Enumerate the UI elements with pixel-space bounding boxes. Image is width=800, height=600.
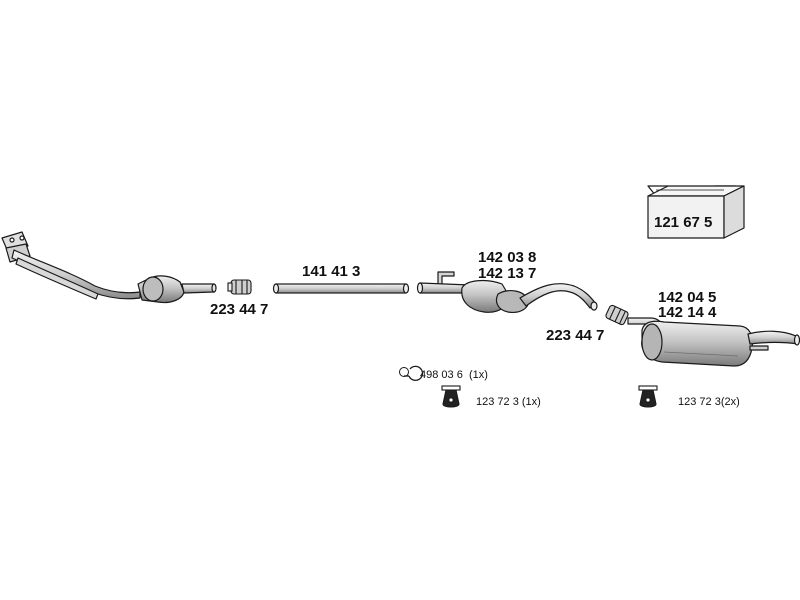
ring-gasket-qty: (1x) (468, 369, 488, 381)
kit-box (647, 185, 745, 239)
front-clamp-label: 223 44 7 (210, 301, 269, 318)
mount-rear-label: 123 72 3(2x) (678, 396, 740, 409)
mount-center-part: 123 72 3 (476, 396, 519, 408)
rubber-mount-center-icon (441, 385, 461, 408)
rear-silencer-label-1: 142 04 5 (658, 289, 717, 306)
mount-rear-qty: (2x) (720, 396, 740, 408)
center-silencer-label-1: 142 03 8 (478, 249, 537, 266)
middle-pipe-label: 141 41 3 (302, 263, 361, 280)
ring-gasket-icon (399, 365, 424, 381)
rear-clamp (605, 304, 629, 326)
rear-silencer (627, 317, 800, 367)
mount-rear-part: 123 72 3 (678, 396, 721, 408)
ring-gasket-label: 498 03 6 (1x) (420, 369, 488, 382)
front-pipe-with-catalyst (1, 231, 217, 304)
rear-clamp-label: 223 44 7 (546, 327, 605, 344)
middle-pipe (272, 283, 410, 294)
rubber-mount-rear-icon (638, 385, 658, 408)
ring-gasket-part: 498 03 6 (420, 369, 463, 381)
mount-center-label: 123 72 3 (1x) (476, 396, 541, 409)
center-silencer (416, 271, 598, 313)
front-clamp (227, 279, 252, 295)
rear-silencer-label-2: 142 14 4 (658, 304, 717, 321)
mount-center-qty: (1x) (521, 396, 541, 408)
kit-box-label: 121 67 5 (654, 214, 713, 231)
center-silencer-label-2: 142 13 7 (478, 265, 537, 282)
